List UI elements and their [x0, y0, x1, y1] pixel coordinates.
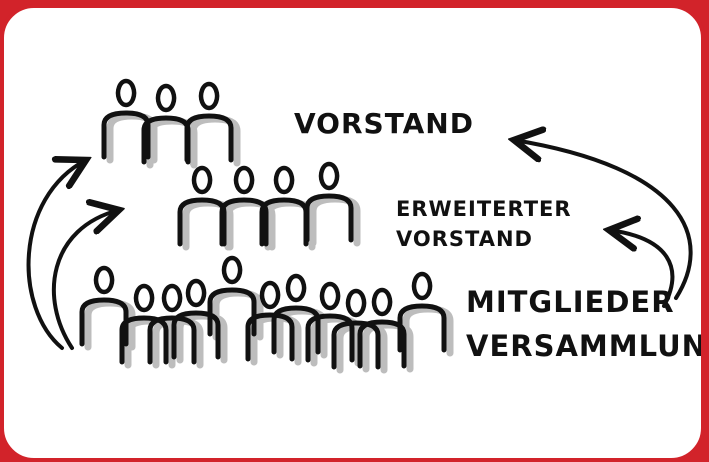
person-body — [245, 312, 295, 362]
assembly-person-11 — [397, 271, 447, 353]
label-extended-board-line2: VORSTAND — [396, 227, 533, 251]
assembly-person-4 — [171, 278, 221, 360]
left-arrow-outer — [26, 160, 86, 350]
label-assembly-line2: VERSAMMLUNG — [466, 329, 705, 363]
assembly-shadow — [402, 305, 454, 357]
person-body — [331, 320, 381, 370]
assembly-shadow — [212, 289, 264, 341]
assembly-figures-group — [79, 255, 447, 370]
person-head — [221, 255, 243, 285]
person-body — [147, 315, 197, 365]
person-head — [273, 165, 295, 195]
person-head — [93, 265, 115, 295]
assembly-person-2 — [119, 283, 169, 365]
board-person-2 — [141, 83, 191, 165]
person-head — [115, 78, 137, 108]
person-head — [155, 83, 177, 113]
assembly-person-5 — [207, 255, 257, 337]
person-head — [319, 281, 341, 311]
person-head — [233, 165, 255, 195]
person-head — [285, 273, 307, 303]
person-body — [397, 303, 447, 353]
person-head — [185, 278, 207, 308]
person-head — [133, 283, 155, 313]
diagram-card: VORSTAND ERWEITERTER VORSTAND MITGLIEDER… — [0, 4, 705, 462]
person-head — [318, 161, 340, 191]
assembly-shadow — [176, 312, 228, 364]
assembly-person-10 — [357, 287, 407, 369]
person-body — [119, 315, 169, 365]
extended-board-person-4 — [304, 161, 354, 243]
person-head — [161, 283, 183, 313]
assembly-person-6 — [245, 280, 295, 362]
right-arrow-outer — [514, 140, 693, 300]
assembly-person-1 — [79, 265, 129, 347]
person-head — [198, 81, 220, 111]
assembly-shadow — [152, 317, 204, 369]
organization-diagram: VORSTAND ERWEITERTER VORSTAND MITGLIEDER… — [26, 78, 705, 374]
person-body — [184, 113, 234, 163]
assembly-person-9 — [331, 288, 381, 370]
right-arrow-inner — [609, 230, 675, 308]
person-body — [207, 287, 257, 337]
assembly-shadow — [84, 299, 136, 351]
assembly-shadow — [124, 317, 176, 369]
board-person-3 — [184, 81, 234, 163]
person-head — [345, 288, 367, 318]
person-body — [171, 310, 221, 360]
person-body — [79, 297, 129, 347]
person-head — [371, 287, 393, 317]
extended-board-shadow — [309, 195, 361, 247]
person-body — [304, 193, 354, 243]
label-extended-board-line1: ERWEITERTER — [396, 197, 572, 221]
assembly-person-3 — [147, 283, 197, 365]
person-body — [357, 319, 407, 369]
person-head — [259, 280, 281, 310]
person-head — [411, 271, 433, 301]
label-assembly-line1: MITGLIEDER — [466, 285, 675, 319]
left-arrow-inner — [51, 210, 119, 350]
board-shadow — [189, 115, 241, 167]
extended-board-figures-group — [177, 161, 354, 247]
board-figures-group — [101, 78, 234, 165]
label-board: VORSTAND — [294, 107, 474, 140]
person-head — [191, 165, 213, 195]
